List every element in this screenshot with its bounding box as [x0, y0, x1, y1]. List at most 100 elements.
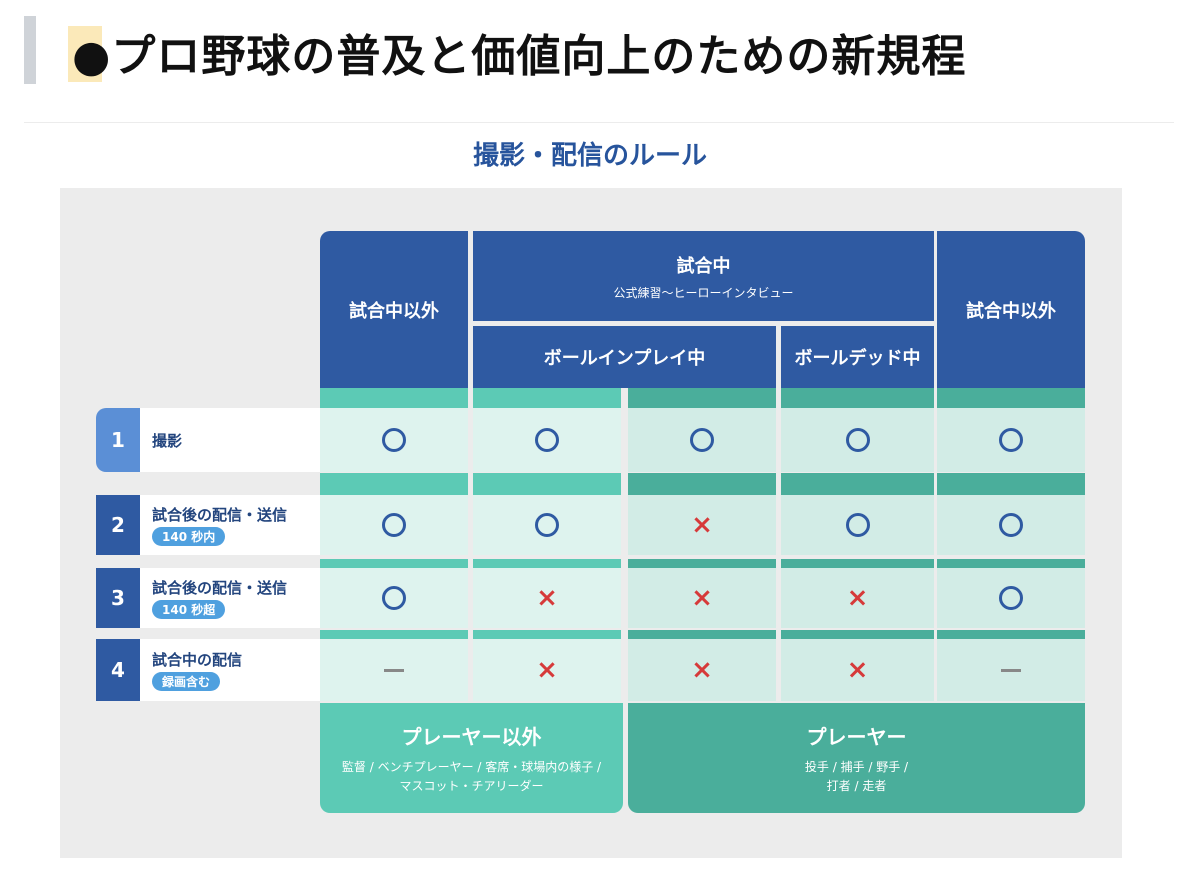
table-cell [320, 639, 468, 701]
table-cell: × [473, 639, 621, 701]
row-separator-strip [473, 559, 621, 568]
table-cell: × [473, 568, 621, 628]
row-label: 試合中の配信 [152, 651, 243, 669]
row-separator-strip [320, 630, 468, 639]
table-cell: × [628, 639, 776, 701]
footer-title: プレーヤー以外 [401, 725, 542, 749]
row-number-badge: 4 [96, 639, 140, 701]
table-cell [937, 495, 1085, 555]
row-tag-badge: 140 秒超 [152, 600, 226, 619]
row-number-badge: 3 [96, 568, 140, 628]
header-label: 試合中以外 [349, 300, 439, 322]
row-number-badge: 1 [96, 408, 140, 472]
prohibited-cross-icon: × [536, 655, 558, 685]
header-label: 試合中 [676, 255, 731, 277]
row-separator-strip [473, 473, 621, 495]
table-cell [937, 568, 1085, 628]
allowed-circle-icon [382, 586, 406, 610]
header-ball-in-play: ボールインプレイ中 [473, 326, 776, 388]
prohibited-cross-icon: × [691, 655, 713, 685]
row-separator-strip [628, 630, 776, 639]
header-sublabel: 公式練習〜ヒーローインタビュー [613, 285, 794, 300]
row-separator-strip [937, 473, 1085, 495]
row-tag-badge: 録画含む [152, 672, 221, 691]
heading-bullet: ● [72, 31, 112, 82]
row-label-cell: 試合後の配信・送信 140 秒超 [140, 568, 320, 628]
allowed-circle-icon [382, 428, 406, 452]
row-label: 試合後の配信・送信 [152, 579, 288, 597]
row-separator-strip [628, 388, 776, 408]
prohibited-cross-icon: × [691, 510, 713, 540]
row-number-badge: 2 [96, 495, 140, 555]
table-cell [320, 568, 468, 628]
row-number: 2 [111, 513, 125, 537]
footer-detail-line1: 投手 / 捕手 / 野手 / [804, 760, 909, 774]
footer-detail-line2: マスコット・チアリーダー [399, 779, 544, 794]
footer-non-players: プレーヤー以外監督 / ベンチプレーヤー / 客席・球場内の様子 /マスコット・… [320, 703, 623, 813]
footer-detail-line2: 打者 / 走者 [826, 779, 887, 794]
row-separator-strip [781, 630, 934, 639]
allowed-circle-icon [845, 513, 870, 537]
table-cell [628, 408, 776, 472]
row-separator-strip [781, 473, 934, 495]
row-separator-strip [781, 388, 934, 408]
figure-title: 撮影・配信のルール [472, 141, 707, 171]
footer-title: プレーヤー [806, 725, 907, 749]
allowed-circle-icon [999, 428, 1023, 452]
page-title: ●プロ野球の普及と価値向上のための新規程 [72, 20, 966, 84]
table-cell [937, 408, 1085, 472]
prohibited-cross-icon: × [691, 583, 713, 613]
row-label-cell: 試合後の配信・送信 140 秒内 [140, 495, 320, 555]
row-separator-strip [937, 630, 1085, 639]
table-cell: × [781, 639, 934, 701]
allowed-circle-icon [999, 513, 1023, 537]
row-separator-strip [937, 388, 1085, 408]
header-outside-game-left: 試合中以外 [320, 231, 468, 388]
row-label-wrap: 試合後の配信・送信 140 秒超 [152, 577, 287, 619]
table-cell: × [781, 568, 934, 628]
row-separator-strip [781, 559, 934, 568]
row-separator-strip [320, 559, 468, 568]
footer-players: プレーヤー投手 / 捕手 / 野手 / 打者 / 走者 [628, 703, 1085, 813]
row-number: 3 [111, 586, 125, 610]
not-applicable-dash-icon [384, 668, 404, 672]
row-tag-badge: 140 秒内 [152, 527, 226, 546]
page-heading: ●プロ野球の普及と価値向上のための新規程 [24, 14, 1174, 86]
table-cell [473, 408, 621, 472]
row-label-wrap: 試合後の配信・送信 140 秒内 [152, 504, 287, 546]
row-label-cell: 撮影 [140, 408, 320, 472]
header-outside-game-right: 試合中以外 [937, 231, 1085, 388]
row-separator-strip [937, 559, 1085, 568]
table-cell [473, 495, 621, 555]
heading-title-text: プロ野球の普及と価値向上のための新規程 [111, 31, 967, 82]
table-cell [320, 408, 468, 472]
heading-divider [24, 122, 1174, 123]
row-label: 撮影 [152, 431, 183, 450]
header-ball-dead: ボールデッド中 [781, 326, 934, 388]
heading-bullet-highlight [68, 26, 102, 82]
row-separator-strip [473, 630, 621, 639]
table-cell [320, 495, 468, 555]
header-in-game: 試合中公式練習〜ヒーローインタビュー [473, 231, 934, 321]
table-cell: × [628, 568, 776, 628]
not-applicable-dash-icon [1001, 668, 1021, 672]
rules-figure-panel: 試合中以外試合中公式練習〜ヒーローインタビューボールインプレイ中ボールデッド中試… [60, 188, 1122, 858]
row-number: 1 [111, 428, 125, 452]
allowed-circle-icon [535, 513, 559, 537]
prohibited-cross-icon: × [846, 583, 869, 613]
row-label-wrap: 試合中の配信録画含む [152, 649, 242, 691]
row-number: 4 [111, 658, 125, 682]
header-label: 試合中以外 [966, 300, 1056, 322]
table-cell [781, 408, 934, 472]
allowed-circle-icon [690, 428, 714, 452]
table-cell [781, 495, 934, 555]
table-cell [937, 639, 1085, 701]
row-separator-strip [320, 388, 468, 408]
prohibited-cross-icon: × [846, 655, 869, 685]
row-label: 試合後の配信・送信 [152, 506, 288, 524]
row-separator-strip [473, 388, 621, 408]
header-label: ボールデッド中 [794, 348, 921, 369]
row-label-cell: 試合中の配信録画含む [140, 639, 320, 701]
row-separator-strip [628, 559, 776, 568]
header-label: ボールインプレイ中 [543, 348, 706, 369]
